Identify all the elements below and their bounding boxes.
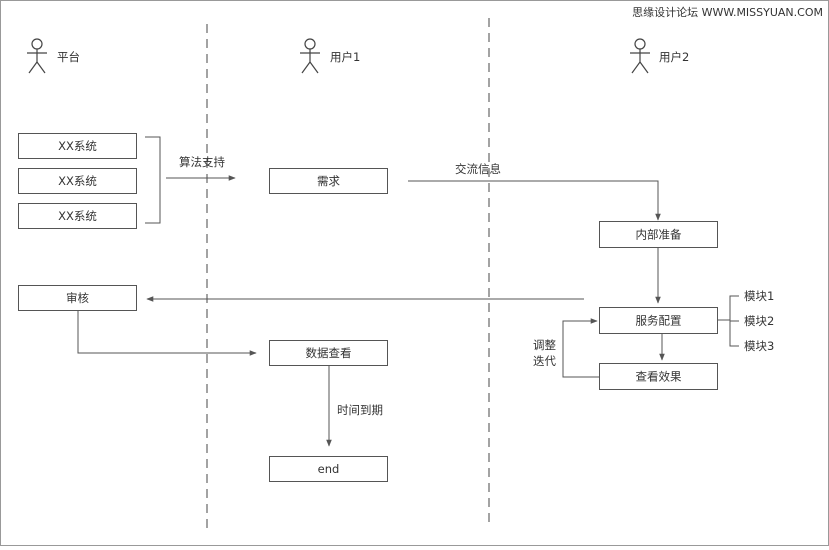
iterate-label: 迭代 <box>533 354 556 368</box>
view-effect-box-label: 查看效果 <box>636 370 682 384</box>
system-box-1: XX系统 <box>18 133 137 159</box>
stick-figure-icon <box>300 38 320 74</box>
view-effect-box: 查看效果 <box>599 363 718 390</box>
algorithm-support-label: 算法支持 <box>179 155 225 169</box>
demand-box: 需求 <box>269 168 388 194</box>
module-label-3: 模块3 <box>744 339 774 353</box>
module-label-2: 模块2 <box>744 314 774 328</box>
exchange-info-arrow <box>408 180 661 221</box>
end-box-label: end <box>318 462 340 476</box>
stick-figure-icon <box>630 38 650 74</box>
data-view-box-label: 数据查看 <box>306 346 352 360</box>
system-box-3: XX系统 <box>18 203 137 229</box>
review-to-data-view-arrow <box>77 311 257 356</box>
stick-figure-icon <box>27 38 47 74</box>
actor-user2: 用户2 <box>630 38 689 74</box>
module-label-1: 模块1 <box>744 289 774 303</box>
watermark: 思缘设计论坛 WWW.MISSYUAN.COM <box>632 5 823 19</box>
internal-prep-box: 内部准备 <box>599 221 718 248</box>
exchange-info-label: 交流信息 <box>455 162 501 176</box>
adjust-iterate-loop-arrow <box>562 318 599 378</box>
adjust-label: 调整 <box>533 338 556 352</box>
time-expiry-label: 时间到期 <box>337 403 383 417</box>
review-box: 审核 <box>18 285 137 311</box>
system-box-label: XX系统 <box>58 209 97 223</box>
actor-user1-label: 用户1 <box>330 50 360 64</box>
systems-bracket <box>145 136 161 224</box>
data-view-box: 数据查看 <box>269 340 388 366</box>
service-config-box: 服务配置 <box>599 307 718 334</box>
actor-platform: 平台 <box>27 38 80 74</box>
review-box-label: 审核 <box>66 291 89 305</box>
system-box-label: XX系统 <box>58 139 97 153</box>
internal-prep-box-label: 内部准备 <box>636 228 682 242</box>
actor-platform-label: 平台 <box>57 50 80 64</box>
system-box-label: XX系统 <box>58 174 97 188</box>
demand-box-label: 需求 <box>317 174 340 188</box>
actor-user1: 用户1 <box>300 38 360 74</box>
system-box-2: XX系统 <box>18 168 137 194</box>
actor-user2-label: 用户2 <box>659 50 689 64</box>
service-config-box-label: 服务配置 <box>636 314 682 328</box>
end-box: end <box>269 456 388 482</box>
